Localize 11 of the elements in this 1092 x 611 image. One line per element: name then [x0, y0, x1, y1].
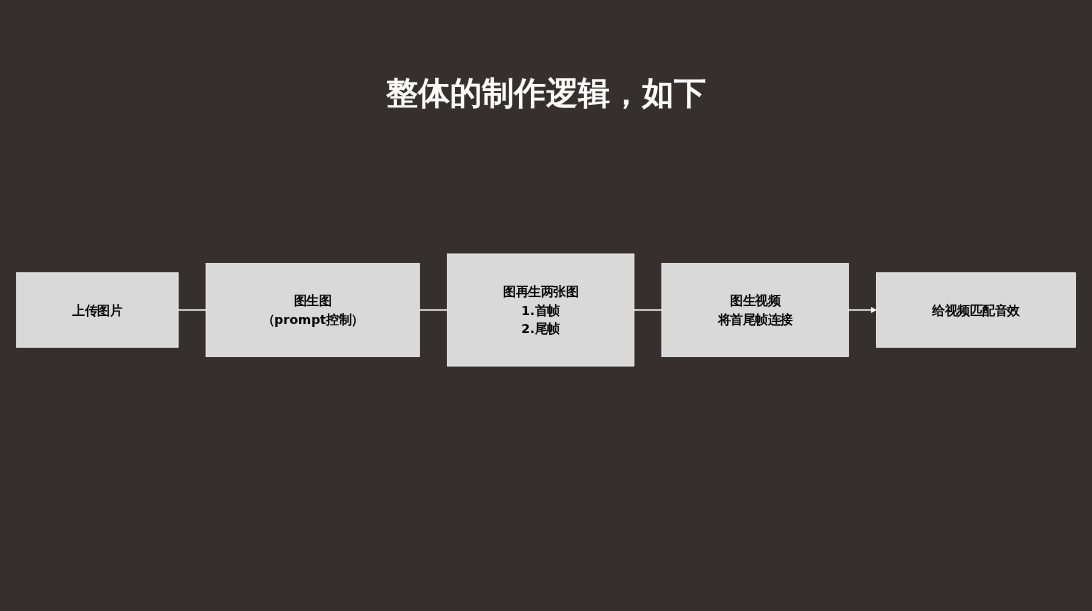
node-box [205, 262, 420, 358]
node-box [16, 272, 179, 348]
node-box [446, 253, 635, 367]
flowchart: 上传图片 图生图 （prompt控制） 图再生两张图 1.首帧 2.尾帧 图生视频 将首尾帧连接 给视频匹配音效 [10, 170, 1082, 450]
node-box [875, 272, 1076, 348]
connector [418, 309, 448, 311]
node-box [661, 262, 849, 358]
arrow [847, 306, 877, 314]
connector [633, 309, 663, 311]
connector [177, 309, 207, 311]
title: 整体的制作逻辑，如下 [385, 73, 707, 114]
